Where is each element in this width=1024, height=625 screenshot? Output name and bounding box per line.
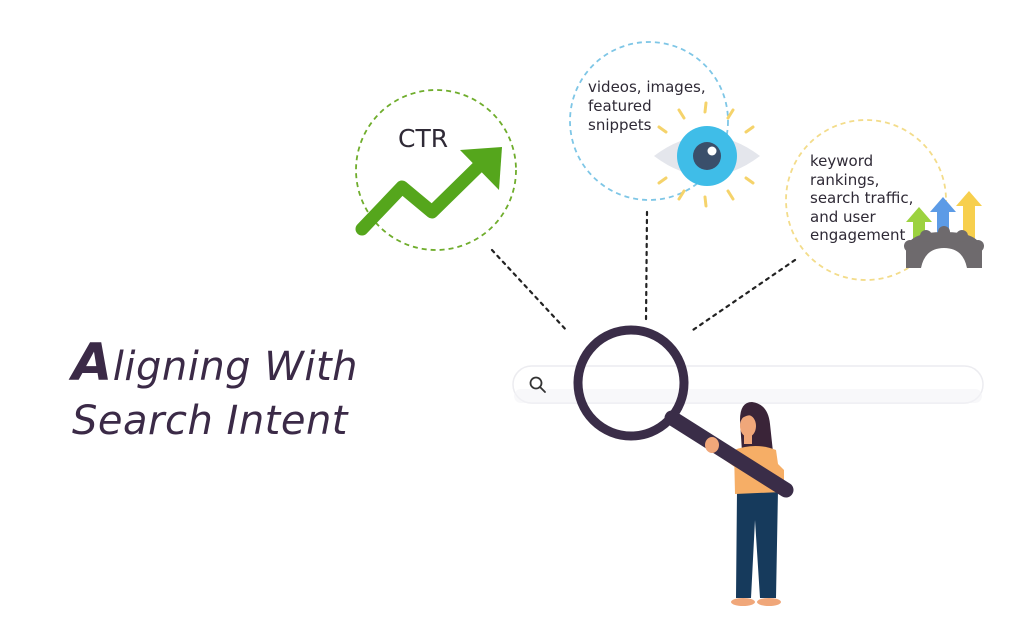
- media-label-line: snippets: [588, 116, 652, 134]
- media-label-line: featured: [588, 97, 652, 115]
- metrics-label: keyword rankings, search traffic, and us…: [810, 152, 950, 245]
- search-icon: [529, 376, 546, 393]
- magnifying-glass-icon: [573, 325, 794, 498]
- title-line-1-rest: ligning With: [112, 344, 358, 390]
- connector-media: [644, 210, 649, 324]
- metrics-label-line: rankings,: [810, 170, 880, 189]
- title-line-2: Search Intent: [72, 398, 348, 444]
- metrics-label-line: and user: [810, 207, 876, 226]
- gear-arrows-icon: [904, 191, 984, 268]
- connector-lines: [490, 210, 797, 334]
- connector-ctr: [490, 248, 570, 334]
- metrics-label-line: engagement: [810, 226, 906, 244]
- page-title: Aligning With Search Intent: [72, 336, 358, 448]
- media-circle: [569, 41, 760, 208]
- title-line-1: Aligning With: [72, 336, 358, 394]
- trend-up-arrow-icon: [355, 147, 502, 236]
- connector-metrics: [688, 258, 797, 334]
- metrics-label-line: search traffic,: [810, 189, 914, 207]
- woman-figure: [708, 402, 784, 606]
- ctr-circle: [355, 89, 517, 251]
- ctr-label: CTR: [398, 124, 449, 153]
- search-bar[interactable]: [512, 365, 984, 404]
- media-label: videos, images, featured snippets: [588, 78, 728, 135]
- title-initial: A: [72, 333, 113, 393]
- metrics-circle: [785, 119, 984, 281]
- metrics-label-line: keyword: [810, 152, 874, 170]
- eye-icon: [654, 101, 760, 208]
- media-label-line: videos, images,: [588, 78, 706, 96]
